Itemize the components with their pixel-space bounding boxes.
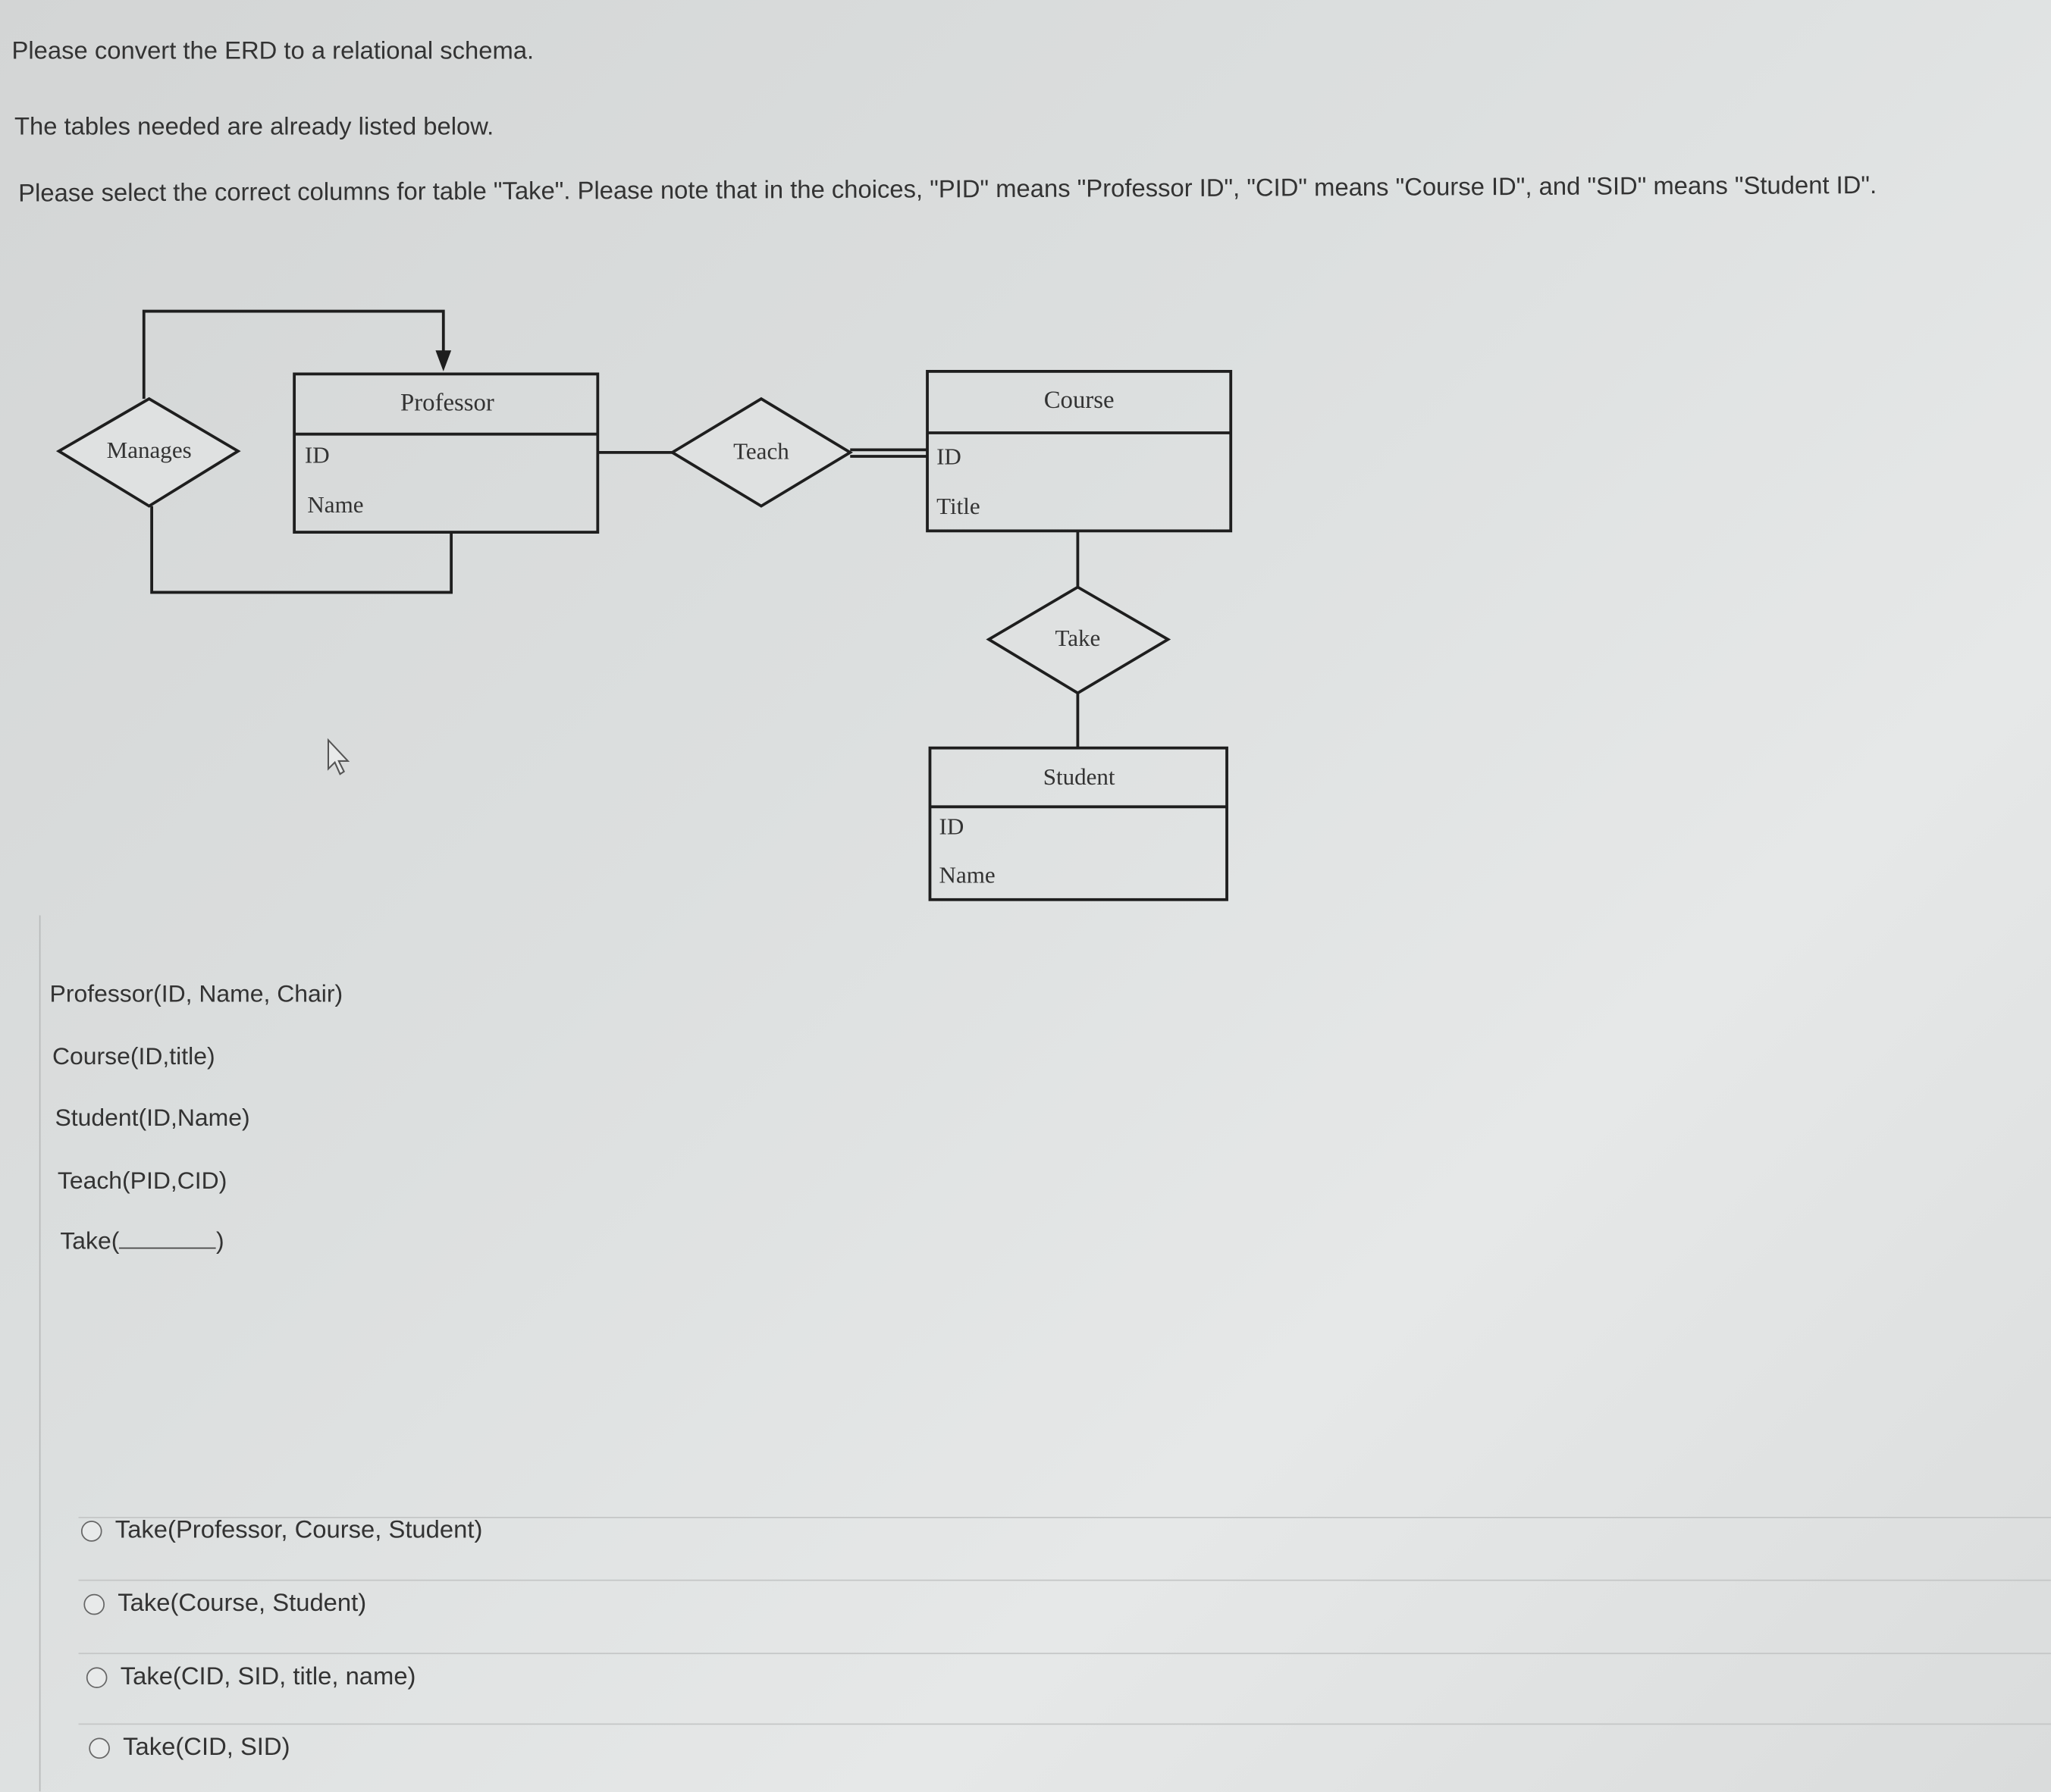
answer-option-label: Take(CID, SID): [123, 1734, 290, 1762]
schema-teach: Teach(PID,CID): [57, 1166, 227, 1194]
professor-entity-name: Professor: [400, 390, 494, 417]
question-line-1: Please convert the ERD to a relational s…: [11, 38, 535, 66]
schema-take-prefix: Take(: [60, 1227, 120, 1255]
answer-option-4[interactable]: Take(CID, SID): [89, 1734, 290, 1762]
take-relationship-diamond: [986, 585, 1171, 695]
teach-label: Teach: [733, 437, 789, 464]
schema-professor: Professor(ID, Name, Chair): [49, 979, 343, 1007]
schema-course: Course(ID,title): [52, 1042, 215, 1070]
teach-relationship-diamond: [669, 396, 853, 508]
radio-button[interactable]: [80, 1521, 102, 1542]
professor-attr-id: ID: [305, 442, 330, 468]
answer-option-label: Take(Professor, Course, Student): [114, 1517, 483, 1545]
option-divider: [78, 1579, 2051, 1581]
mouse-cursor-icon: [327, 738, 350, 775]
radio-button[interactable]: [89, 1737, 110, 1759]
student-entity-box: [928, 746, 1228, 901]
manages-top-connector: [142, 309, 445, 399]
professor-attr-name: Name: [307, 491, 363, 518]
student-entity-name: Student: [1043, 763, 1115, 790]
content-left-border: [39, 915, 41, 1792]
option-divider: [78, 1653, 2051, 1655]
option-divider: [78, 1517, 2051, 1518]
question-line-2: The tables needed are already listed bel…: [14, 114, 494, 142]
take-blank: [119, 1230, 217, 1249]
manages-bottom-connector: [150, 506, 453, 594]
course-attr-title: Title: [936, 493, 980, 519]
answer-option-3[interactable]: Take(CID, SID, title, name): [86, 1663, 416, 1692]
course-entity-name: Course: [1044, 387, 1115, 414]
take-label: Take: [1055, 625, 1100, 651]
option-divider: [78, 1723, 2051, 1725]
arrowhead-icon: [435, 350, 452, 371]
student-attr-name: Name: [939, 861, 996, 888]
radio-button[interactable]: [83, 1593, 105, 1615]
answer-option-2[interactable]: Take(Course, Student): [83, 1590, 366, 1619]
course-attr-id: ID: [936, 443, 961, 469]
answer-option-label: Take(CID, SID, title, name): [120, 1663, 416, 1691]
manages-relationship-diamond: [55, 396, 241, 508]
student-attr-id: ID: [939, 813, 964, 840]
schema-student: Student(ID,Name): [55, 1103, 250, 1132]
manages-label: Manages: [107, 437, 192, 463]
radio-button[interactable]: [86, 1667, 108, 1688]
schema-take-suffix: ): [216, 1227, 224, 1255]
answer-option-1[interactable]: Take(Professor, Course, Student): [80, 1517, 483, 1546]
answer-option-label: Take(Course, Student): [118, 1590, 367, 1618]
schema-take: Take(): [60, 1227, 224, 1255]
